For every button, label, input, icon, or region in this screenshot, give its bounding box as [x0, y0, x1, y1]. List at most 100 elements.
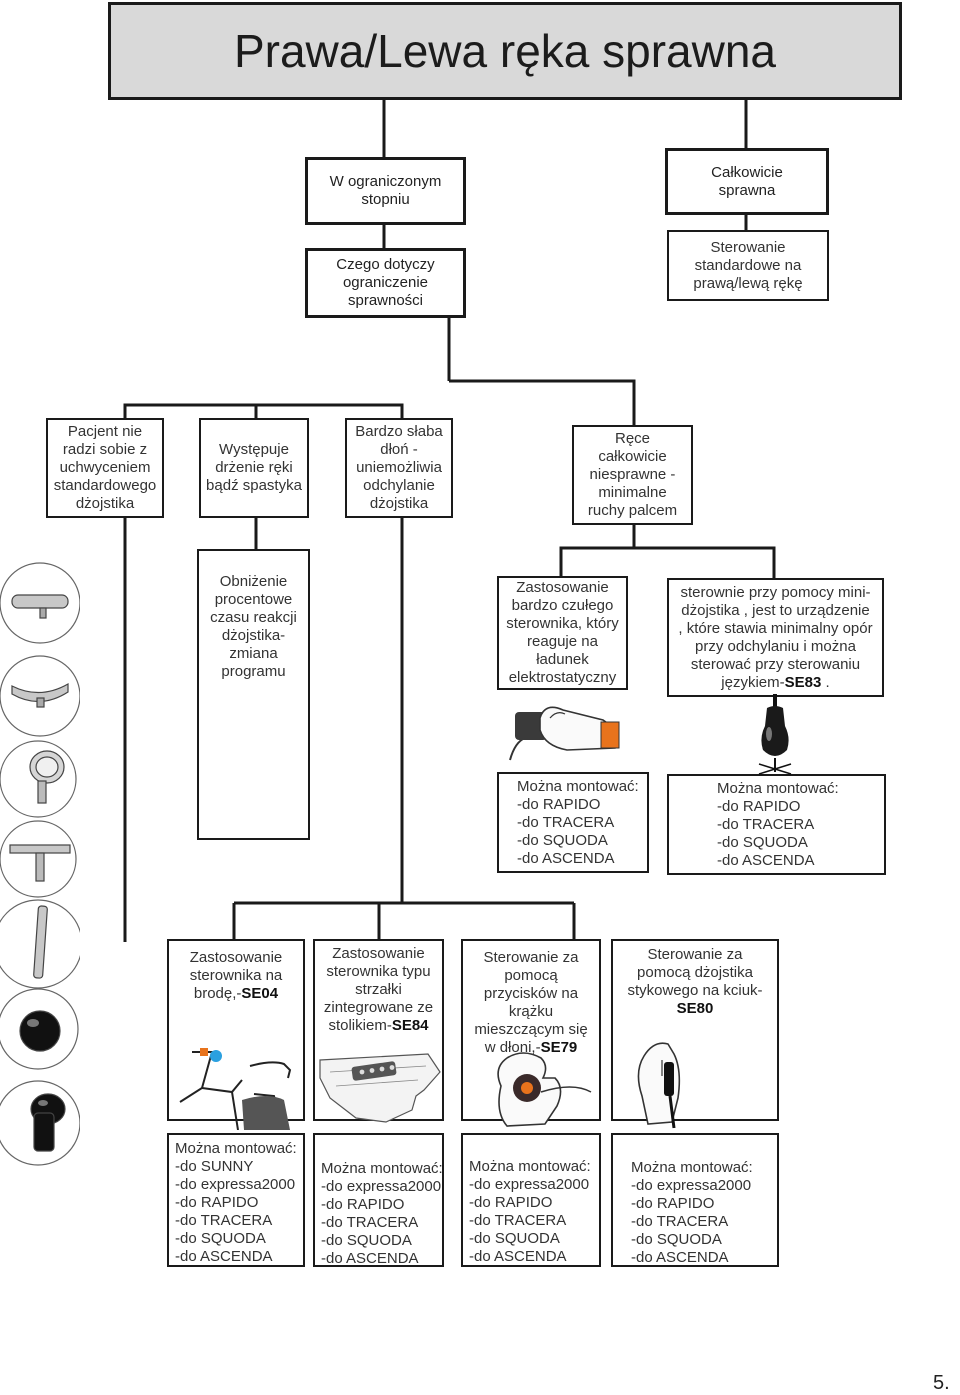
text-line: standardowe na — [694, 256, 802, 274]
t-handle-knob-icon — [0, 820, 77, 898]
text-line: -do TRACERA — [321, 1214, 419, 1231]
text-line: reaguje na — [527, 633, 598, 650]
text-line: bardzo czułego — [511, 597, 614, 614]
text-line: dżojstika- — [221, 627, 286, 644]
limited-box: W ograniczonym stopniu — [305, 157, 466, 225]
text-line: -do expressa2000 — [469, 1176, 590, 1193]
text-line: uniemożliwia — [356, 459, 442, 476]
text-fragment: stolikiem- — [328, 1017, 392, 1034]
text-line: czasu reakcji — [210, 609, 297, 626]
text-line: elektrostatyczny — [508, 669, 617, 686]
text-line: mieszczącym się — [474, 1021, 588, 1038]
mount-box-buttons: Można montować: -do expressa2000 -do RAP… — [461, 1133, 601, 1267]
text-line: , które stawia minimalny opór — [678, 619, 873, 637]
tremor-box: Występuje drżenie ręki bądź spastyka — [199, 418, 309, 518]
weak-hand-box: Bardzo słaba dłoń - uniemożliwia odchyla… — [345, 418, 453, 518]
text-line: Czego dotyczy — [336, 256, 435, 273]
text-line: Można montować: — [631, 1159, 753, 1176]
title-box: Prawa/Lewa ręka sprawna — [108, 2, 902, 100]
limitation-question-box: Czego dotyczy ograniczenie sprawności — [305, 248, 466, 318]
text-line: Obniżenie — [219, 573, 288, 590]
text-line: uchwyceniem — [59, 459, 151, 476]
text-line: -do SQUODA — [717, 833, 808, 851]
text-line: sterownika, który — [506, 615, 619, 632]
text-line: ruchy palcem — [587, 502, 678, 519]
text-line: -do ASCENDA — [469, 1248, 567, 1265]
text-line: sterownie przy pomocy mini- — [680, 583, 871, 601]
tray-illustration — [319, 1053, 441, 1123]
mount-box-mini: Można montować: -do RAPIDO -do TRACERA -… — [667, 774, 886, 875]
text-line: -do TRACERA — [517, 813, 615, 831]
text-fragment: językiem- — [721, 673, 785, 691]
buttons-controller-box: Sterowanie za pomocą przycisków na krążk… — [461, 939, 601, 1121]
text-line: prawą/lewą rękę — [693, 274, 803, 292]
page-number: 5. — [933, 1372, 950, 1394]
text-line: drżenie ręki — [215, 459, 293, 476]
grip-box: Pacjent nie radzi sobie z uchwyceniem st… — [46, 418, 164, 518]
text-fragment: . — [821, 673, 830, 691]
mount-box-stick: Można montować: -do expressa2000 -do RAP… — [611, 1133, 779, 1267]
text-line: sterownika na — [189, 967, 283, 984]
model-code: SE80 — [676, 1000, 714, 1017]
text-line: Bardzo słaba — [355, 423, 443, 440]
text-line: dłoń - — [380, 441, 418, 458]
text-line: pomocą — [504, 967, 558, 984]
text-line: -do SQUODA — [631, 1231, 722, 1248]
chin-controller-box: Zastosowanie sterownika na brodę,-SE04 — [167, 939, 305, 1121]
mount-box-sensitive: Można montować: -do RAPIDO -do TRACERA -… — [497, 772, 649, 873]
text-line: minimalne — [598, 484, 667, 501]
text-line: pomocą dżojstika — [637, 964, 753, 981]
text-line: całkowicie — [598, 448, 667, 465]
text-line: odchylanie — [363, 477, 435, 494]
text-line: -do SQUODA — [321, 1232, 412, 1249]
t-bar-knob-icon — [0, 562, 80, 644]
text-line: Można montować: — [717, 779, 839, 797]
text-line: sterować przy sterowaniu — [690, 655, 861, 673]
text-line: -do expressa2000 — [631, 1177, 752, 1194]
text-line: -do expressa2000 — [321, 1178, 442, 1195]
text-line: bądź spastyka — [206, 477, 302, 494]
chin-controller-illustration — [179, 1048, 292, 1130]
mushroom-knob-icon — [0, 1080, 80, 1166]
ring-knob-icon — [0, 740, 77, 818]
text-line: przycisków na — [483, 985, 579, 1002]
text-line: procentowe — [214, 591, 293, 608]
model-code: SE83 — [784, 673, 822, 691]
model-code: SE79 — [540, 1039, 578, 1056]
text-line: Można montować: — [175, 1140, 297, 1157]
text-line: Można montować: — [517, 777, 639, 795]
text-line: stykowego na kciuk- — [627, 982, 763, 999]
text-line: radzi sobie z — [62, 441, 148, 458]
text-line: strzałki — [355, 981, 402, 998]
text-line: -do ASCENDA — [175, 1248, 273, 1265]
curved-bar-knob-icon — [0, 655, 80, 737]
button-disc-illustration — [497, 1052, 592, 1127]
text-line: -do ASCENDA — [321, 1250, 419, 1267]
mini-joystick-box: sterownie przy pomocy mini- dżojstika , … — [667, 578, 884, 697]
model-code: SE04 — [241, 985, 279, 1002]
text-line: -do RAPIDO — [321, 1196, 405, 1213]
stick-controller-box: Sterowanie za pomocą dżojstika stykowego… — [611, 939, 779, 1121]
text-line: zmiana — [229, 645, 278, 662]
rod-knob-icon — [0, 899, 80, 989]
text-line: -do RAPIDO — [717, 797, 801, 815]
standard-control-box: Sterowanie standardowe na prawą/lewą ręk… — [667, 230, 829, 301]
full-box: Całkowicie sprawna — [665, 148, 829, 215]
text-line: Sterowanie za — [483, 949, 579, 966]
text-line: przy odchylaniu i można — [695, 637, 856, 655]
text-line: zintegrowane ze — [323, 999, 434, 1016]
hands-paralyzed-box: Ręce całkowicie niesprawne - minimalne r… — [572, 425, 693, 525]
mount-box-tray: Można montować: -do expressa2000 -do RAP… — [313, 1133, 444, 1267]
ball-knob-icon — [0, 988, 79, 1070]
text-line: sterownika typu — [326, 963, 431, 980]
reaction-time-box: Obniżenie procentowe czasu reakcji dżojs… — [197, 549, 310, 840]
text-line: -do RAPIDO — [469, 1194, 553, 1211]
text-line: Całkowicie — [711, 163, 783, 181]
text-line: brodę,-SE04 — [194, 985, 278, 1003]
text-line: -do SQUODA — [517, 831, 608, 849]
text-line: -do RAPIDO — [517, 795, 601, 813]
text-line: -do TRACERA — [175, 1212, 273, 1229]
text-line: Można montować: — [469, 1158, 591, 1175]
text-line: językiem-SE83 . — [721, 674, 829, 692]
